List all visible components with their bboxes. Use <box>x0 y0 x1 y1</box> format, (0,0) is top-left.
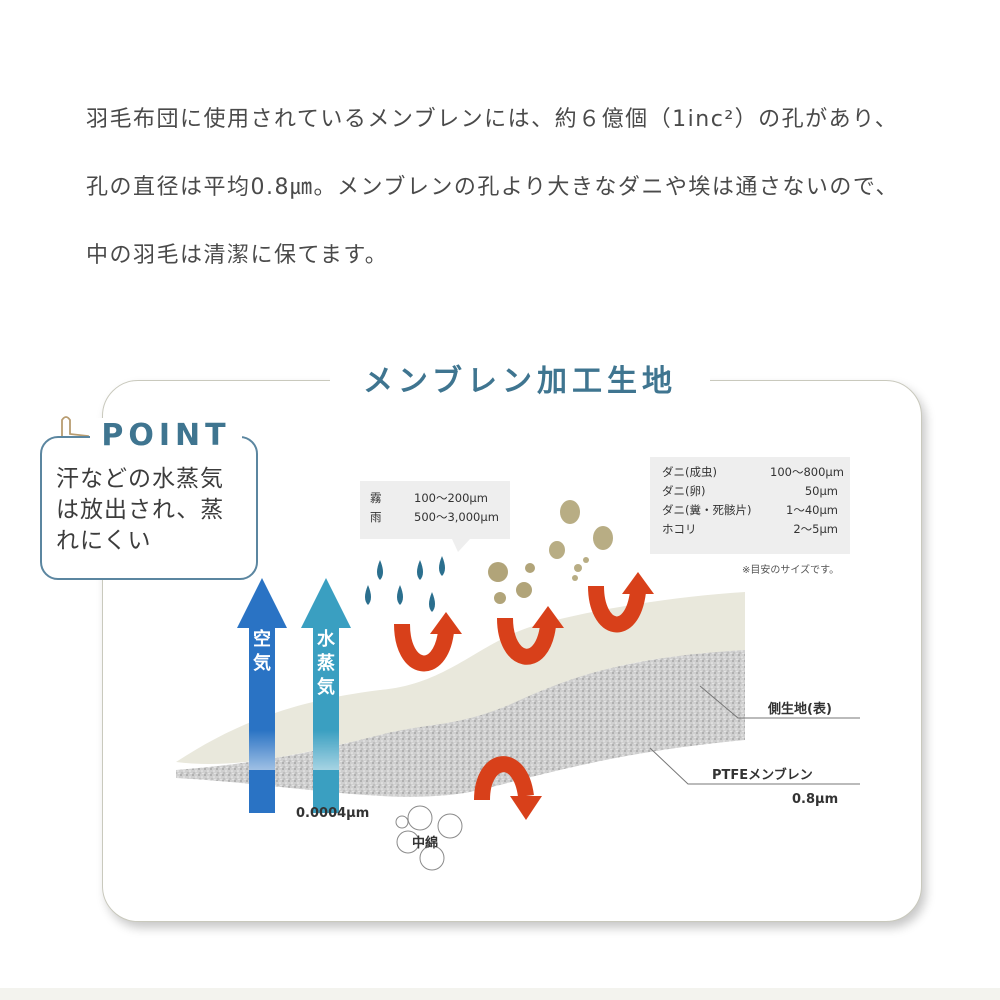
point-heading: POINT <box>90 418 242 454</box>
point-text: 汗などの水蒸気 は放出され、蒸 れにくい <box>56 464 252 557</box>
mite-row-value: 2〜5μm <box>793 522 838 536</box>
outer-fabric-label: 側生地(表) <box>768 702 832 717</box>
mite-row: ダニ(卵) 50μm <box>662 482 838 501</box>
membrane-pore-label: 0.8μm <box>792 792 839 807</box>
intro-line-2: 孔の直径は平均0.8㎛。メンブレンの孔より大きなダニや埃は通さないので、 <box>86 175 900 200</box>
vapor-label-text: 水蒸気 <box>317 629 335 698</box>
air-label: 空気 <box>250 628 274 676</box>
rain-row-value: 100〜200μm <box>414 491 488 505</box>
rain-size-box: 霧 100〜200μm 雨 500〜3,000μm <box>360 481 510 539</box>
rain-drops <box>365 556 445 612</box>
mite-row-value: 100〜800μm <box>770 465 844 479</box>
air-label-text: 空気 <box>253 629 271 674</box>
bounce-arrow-mite <box>588 585 646 633</box>
mite-row-value: 50μm <box>804 484 838 498</box>
mite-row-label: ホコリ <box>662 522 697 536</box>
rain-row-label: 雨 <box>370 510 382 524</box>
membrane-label: PTFEメンブレン <box>712 768 813 783</box>
size-note: ※目安のサイズです。 <box>742 565 840 576</box>
vapor-label: 水蒸気 <box>314 628 338 700</box>
mite-row: ホコリ 2〜5μm <box>662 520 838 539</box>
filling-fibers <box>395 805 463 871</box>
rain-row-label: 霧 <box>370 491 382 505</box>
point-line-2: は放出され、蒸 <box>56 497 225 523</box>
rain-box-tail <box>452 539 470 552</box>
intro-text: 羽毛布団に使用されているメンブレンには、約６億個（1inc²）の孔があり、 孔の… <box>86 100 966 304</box>
mite-row: ダニ(成虫) 100〜800μm <box>662 463 844 482</box>
point-line-1: 汗などの水蒸気 <box>56 466 224 492</box>
pore-size-label: 0.0004μm <box>296 806 370 821</box>
membrane-leader <box>649 747 860 785</box>
vapor-arrow <box>301 578 351 813</box>
mite-row-value: 1〜40μm <box>786 503 838 517</box>
mite-row-label: ダニ(糞・死骸片) <box>662 503 752 517</box>
mite-row: ダニ(糞・死骸片) 1〜40μm <box>662 501 838 520</box>
bounce-arrow-dust <box>497 617 556 665</box>
mite-row-label: ダニ(成虫) <box>662 465 717 479</box>
rain-row-rain: 雨 500〜3,000μm <box>370 508 500 527</box>
point-callout <box>40 436 258 580</box>
bounce-arrow-down <box>474 756 534 801</box>
rain-row-value: 500〜3,000μm <box>414 510 499 524</box>
bottom-band <box>0 988 1000 1000</box>
intro-line-1: 羽毛布団に使用されているメンブレンには、約６億個（1inc²）の孔があり、 <box>86 107 899 132</box>
mite-row-label: ダニ(卵) <box>662 484 706 498</box>
bounce-arrow-rain <box>394 623 454 672</box>
card-title: メンブレン加工生地 <box>330 360 710 404</box>
outer-fabric-leader <box>699 685 860 719</box>
filling-label: 中綿 <box>412 836 439 851</box>
intro-line-3: 中の羽毛は清潔に保てます。 <box>86 243 389 268</box>
dust-particles <box>488 562 535 604</box>
mites <box>549 500 613 581</box>
point-line-3: れにくい <box>56 528 152 554</box>
air-arrow <box>237 578 287 813</box>
mite-size-box: ダニ(成虫) 100〜800μm ダニ(卵) 50μm ダニ(糞・死骸片) 1〜… <box>650 457 850 554</box>
rain-row-fog: 霧 100〜200μm <box>370 489 500 508</box>
